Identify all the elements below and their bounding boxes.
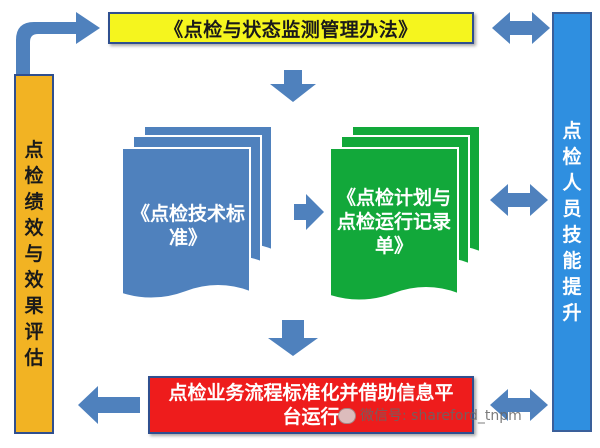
double-arrow-middle — [490, 184, 548, 216]
double-arrow-top — [492, 12, 550, 44]
performance-evaluation-label: 点检绩效与效果评估 — [24, 139, 44, 369]
left-arrow-bottom — [78, 386, 140, 424]
elbow-arrow — [16, 12, 100, 74]
inspection-plan-label: 《点检计划与点检运行记录单》 — [336, 187, 451, 257]
double-arrow-bottom — [490, 389, 548, 421]
watermark: 微信号: shareford_tnpm — [338, 405, 522, 425]
skill-improvement-bar: 点检人员技能提升 — [552, 12, 592, 432]
skill-improvement-label: 点检人员技能提升 — [562, 120, 582, 324]
down-arrow-top — [270, 70, 316, 102]
process-standardization-label: 点检业务流程标准化并借助信息平台运行 — [168, 382, 454, 428]
performance-evaluation-bar: 点检绩效与效果评估 — [14, 74, 54, 434]
management-method-box: 《点检与状态监测管理办法》 — [108, 12, 474, 44]
watermark-text: 微信号: shareford_tnpm — [360, 408, 522, 424]
doc-stack-green — [329, 125, 481, 302]
technical-standard-label: 《点检技术标准》 — [130, 203, 245, 249]
down-arrow-bottom — [268, 320, 318, 356]
right-arrow-middle — [294, 194, 324, 230]
doc-stack-blue — [121, 125, 273, 300]
process-standardization-box: 点检业务流程标准化并借助信息平台运行 — [148, 376, 474, 434]
wechat-icon — [338, 408, 356, 424]
management-method-label: 《点检与状态监测管理办法》 — [164, 18, 418, 41]
